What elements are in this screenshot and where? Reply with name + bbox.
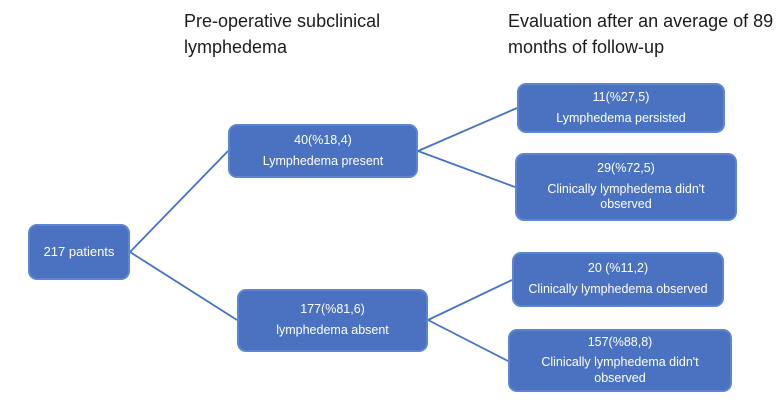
node-value: 20 (%11,2) <box>587 261 649 276</box>
node-lymphedema-present: 40(%18,4) Lymphedema present <box>228 124 418 178</box>
connector-root-to-absent <box>129 251 238 321</box>
column-header-preoperative: Pre-operative subclinical lymphedema <box>184 11 381 58</box>
node-label: Clinically lymphedema didn't observed <box>547 181 705 212</box>
connector-absent-to-notobserved <box>427 319 509 362</box>
connector-present-to-notobserved <box>417 150 516 188</box>
node-lymphedema-persisted: 11(%27,5) Lymphedema persisted <box>517 83 725 133</box>
node-label: Clinically lymphedema didn't observed <box>541 355 699 385</box>
node-clinically-not-observed-absent: 157(%88,8) Clinically lymphedema didn't … <box>508 329 732 392</box>
column-header-evaluation: Evaluation after an average of 89 months… <box>508 11 774 58</box>
node-value: 217 patients <box>43 243 115 259</box>
connector-absent-to-observed <box>427 279 513 321</box>
node-label: lymphedema absent <box>276 323 389 337</box>
node-value: 11(%27,5) <box>592 89 650 104</box>
node-label: Lymphedema present <box>262 153 384 168</box>
node-value: 29(%72,5) <box>597 161 655 176</box>
node-value: 40(%18,4) <box>294 132 352 147</box>
node-clinically-not-observed-present: 29(%72,5) Clinically lymphedema didn't o… <box>515 153 737 221</box>
node-value: 177(%81,6) <box>300 302 365 317</box>
connector-present-to-persisted <box>417 107 518 152</box>
node-total-patients: 217 patients <box>28 224 130 280</box>
node-value: 157(%88,8) <box>587 334 653 349</box>
node-lymphedema-absent: 177(%81,6) lymphedema absent <box>237 289 428 352</box>
node-clinically-observed-absent: 20 (%11,2) Clinically lymphedema observe… <box>512 252 724 307</box>
node-label: Lymphedema persisted <box>556 110 686 125</box>
node-label: Clinically lymphedema observed <box>528 282 708 296</box>
connector-root-to-present <box>129 150 229 253</box>
